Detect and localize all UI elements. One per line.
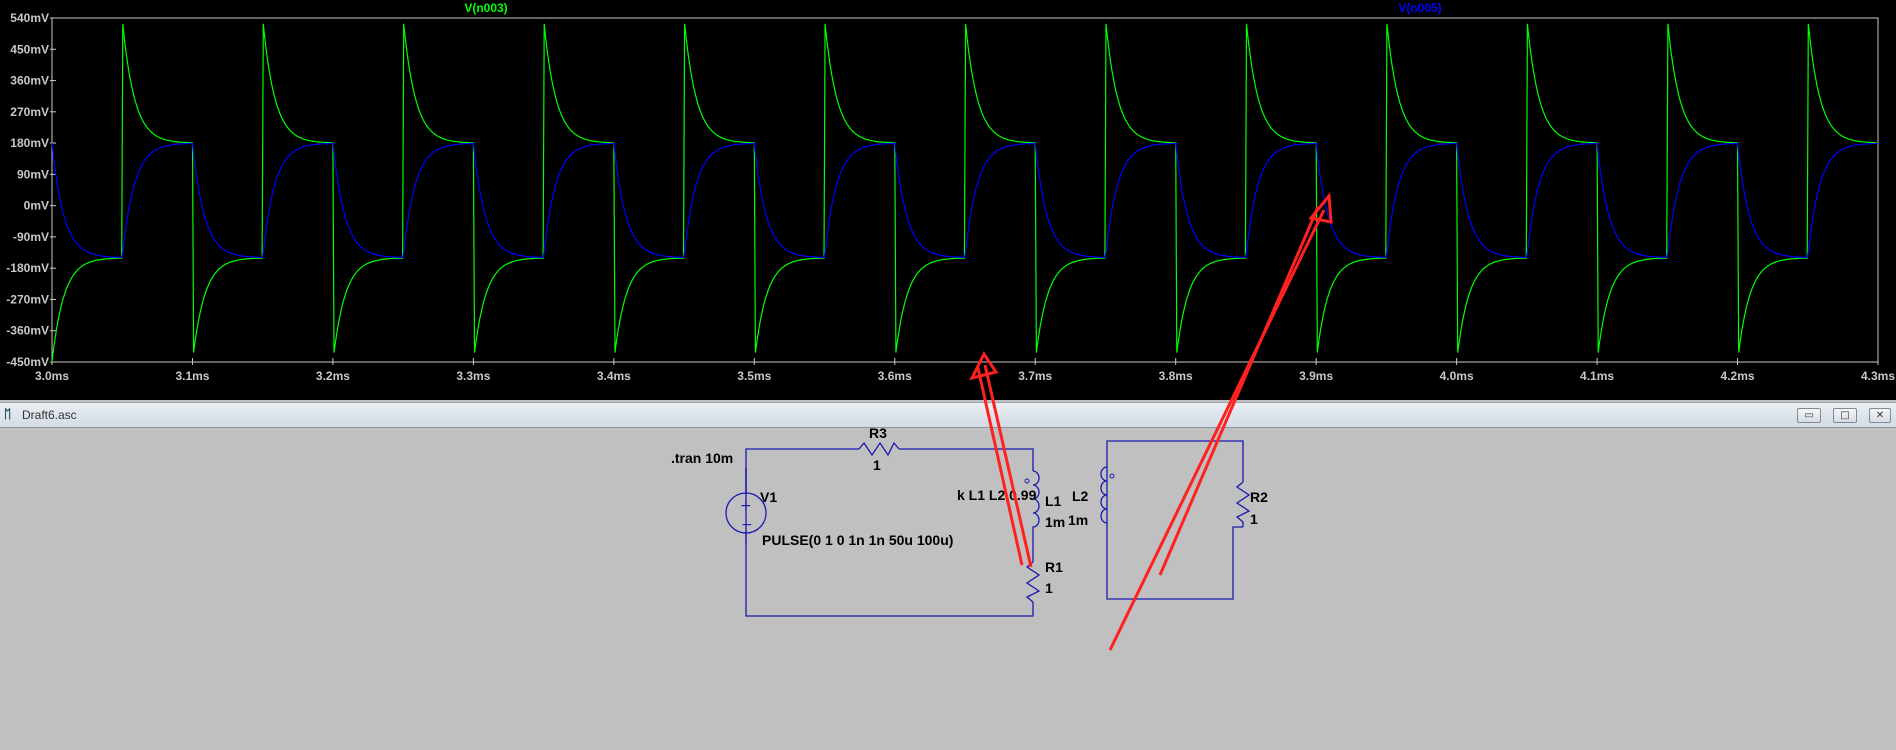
ltspice-icon: ᛖ [4, 407, 12, 421]
window-title: Draft6.asc [22, 408, 77, 422]
traces [51, 23, 1878, 363]
minimize-button[interactable]: ▭ [1797, 408, 1821, 423]
y-tick-label: -360mV [6, 324, 49, 338]
y-tick-label: 180mV [10, 136, 49, 150]
resistor-r1-symbol [1025, 561, 1041, 603]
r3-name: R3 [869, 427, 887, 441]
resistor-r3[interactable]: R3 1 [858, 427, 900, 473]
resistor-r1[interactable]: R1 1 [1025, 559, 1063, 603]
y-tick-label: 540mV [10, 11, 49, 25]
waveform-plot-pane[interactable]: 540mV 450mV 360mV 270mV 180mV 90mV 0mV -90mV -18… [0, 0, 1896, 400]
l1-dot-icon [1024, 478, 1030, 484]
voltage-source-v1[interactable]: + − V1 PULSE(0 1 0 1n 1n 50u 100u) [725, 468, 953, 548]
l2-value: 1m [1068, 512, 1088, 528]
y-tick-label: 450mV [10, 42, 49, 56]
l2-name: L2 [1072, 488, 1089, 504]
x-tick-label: 3.5ms [737, 369, 771, 383]
x-tick-label: 4.2ms [1721, 369, 1755, 383]
y-tick-label: 360mV [10, 74, 49, 88]
resistor-r2-symbol [1235, 481, 1251, 527]
y-tick-label: 90mV [17, 167, 49, 181]
x-tick-label: 3.9ms [1299, 369, 1333, 383]
y-tick-label: -450mV [6, 355, 49, 369]
trace-label-vn005[interactable]: V(n005) [1398, 1, 1441, 15]
plus-sign-icon: + [740, 498, 752, 514]
x-tick-label: 3.7ms [1018, 369, 1052, 383]
maximize-button[interactable]: □ [1833, 408, 1857, 423]
r2-name: R2 [1250, 489, 1268, 505]
trace-vn005[interactable] [51, 142, 1878, 258]
x-tick-label: 3.0ms [35, 369, 69, 383]
resistor-r2[interactable]: R2 1 [1235, 481, 1268, 527]
y-axis-ticks: 540mV 450mV 360mV 270mV 180mV 90mV 0mV -90mV -18… [6, 11, 49, 369]
r1-name: R1 [1045, 559, 1063, 575]
plot-frame [51, 17, 1879, 363]
minimize-icon: ▭ [1804, 410, 1814, 421]
x-tick-label: 3.2ms [316, 369, 350, 383]
maximize-icon: □ [1840, 410, 1850, 421]
voltage-source-v1-symbol [725, 492, 767, 534]
inductor-l1[interactable]: L1 1m [1024, 470, 1065, 531]
x-tick-label: 4.1ms [1580, 369, 1614, 383]
inductor-l2-symbol [1100, 466, 1108, 524]
close-icon: ✕ [1875, 410, 1885, 421]
x-tick-label: 3.8ms [1159, 369, 1193, 383]
y-tick-label: -270mV [6, 292, 49, 306]
x-axis-ticks: 3.0ms 3.1ms 3.2ms 3.3ms 3.4ms 3.5ms 3.6ms 3.7ms… [35, 369, 1895, 383]
y-tick-label: -90mV [13, 230, 49, 244]
v1-value: PULSE(0 1 0 1n 1n 50u 100u) [762, 532, 953, 548]
r1-value: 1 [1045, 580, 1053, 596]
r2-value: 1 [1250, 511, 1258, 527]
y-tick-label: -180mV [6, 261, 49, 275]
x-tick-label: 3.6ms [878, 369, 912, 383]
x-tick-label: 3.4ms [597, 369, 631, 383]
x-tick-label: 4.3ms [1861, 369, 1895, 383]
trace-vn003[interactable] [51, 23, 1878, 363]
l1-name: L1 [1045, 493, 1062, 509]
x-tick-label: 3.1ms [175, 369, 209, 383]
inductor-l2[interactable]: L2 1m [1068, 466, 1115, 528]
close-button[interactable]: ✕ [1869, 408, 1891, 423]
r3-value: 1 [873, 457, 881, 473]
inductor-l1-symbol [1032, 470, 1040, 531]
x-tick-label: 4.0ms [1440, 369, 1474, 383]
l2-dot-icon [1109, 473, 1115, 479]
schematic-window-titlebar[interactable]: ᛖ Draft6.asc ▭ □ ✕ [0, 402, 1896, 428]
y-tick-label: 0mV [24, 199, 49, 213]
x-tick-label: 3.3ms [456, 369, 490, 383]
waveform-plot[interactable]: 540mV 450mV 360mV 270mV 180mV 90mV 0mV -90mV -18… [0, 0, 1896, 400]
l1-value: 1m [1045, 514, 1065, 530]
resistor-r3-symbol [858, 441, 900, 457]
y-tick-label: 270mV [10, 105, 49, 119]
schematic-wires [745, 440, 1244, 617]
v1-name: V1 [760, 489, 777, 505]
minus-sign-icon: − [741, 517, 753, 533]
trace-label-vn003[interactable]: V(n003) [464, 1, 507, 15]
schematic-canvas[interactable]: R3 1 + − V1 PULSE(0 1 0 1n 1n 50u 100u) … [0, 427, 1896, 750]
